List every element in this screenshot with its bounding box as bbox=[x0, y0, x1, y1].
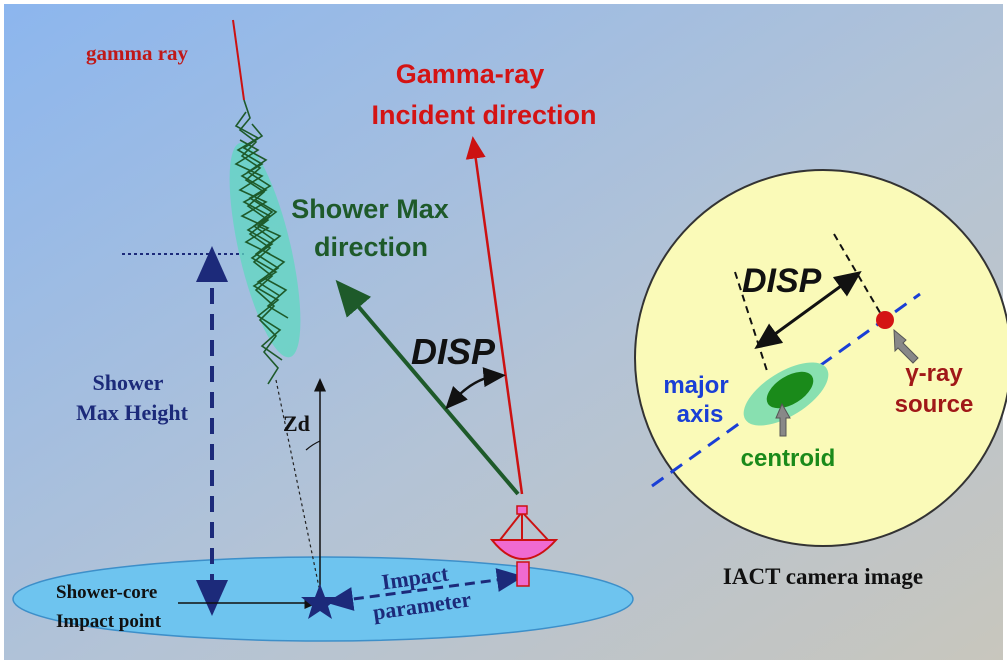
incident-direction-label-line2: Incident direction bbox=[371, 100, 596, 130]
source-pointer-icon bbox=[893, 328, 919, 364]
centroid-label: centroid bbox=[741, 445, 836, 472]
source-perpendicular bbox=[833, 233, 883, 317]
source-label-line2: source bbox=[895, 391, 974, 418]
shower-axis-projection bbox=[275, 379, 321, 593]
gamma-source-marker bbox=[876, 311, 894, 329]
telescope-icon bbox=[489, 505, 559, 587]
major-axis-label-line1: major bbox=[663, 372, 728, 399]
gamma-ray-line bbox=[232, 19, 245, 101]
impact-point-star-icon bbox=[301, 584, 339, 619]
shower-max-label-line1: Shower Max bbox=[291, 194, 449, 224]
disp-angle-label: DISP bbox=[411, 331, 496, 372]
shower-max-label-line2: direction bbox=[314, 232, 428, 262]
major-axis-label-line2: axis bbox=[677, 401, 724, 428]
shower-height-label-line1: Shower bbox=[93, 370, 164, 395]
camera-disp-label: DISP bbox=[742, 262, 822, 300]
disp-angle-arc bbox=[445, 367, 506, 410]
camera-disp-arrow bbox=[754, 270, 862, 350]
incident-direction-label-line1: Gamma-ray bbox=[396, 59, 545, 89]
shower-core-label-line1: Shower-core bbox=[56, 582, 157, 603]
centroid-pointer-icon bbox=[775, 402, 791, 437]
shower-ellipse bbox=[229, 142, 301, 358]
gamma-ray-label: gamma ray bbox=[86, 41, 189, 65]
zd-arc bbox=[305, 440, 321, 451]
centroid-marker bbox=[766, 371, 814, 409]
shower-core-label-line2: Impact point bbox=[56, 611, 162, 632]
shower-cascade bbox=[234, 99, 289, 385]
shower-height-label-line2: Max Height bbox=[76, 400, 188, 425]
incident-direction-arrow bbox=[465, 136, 524, 495]
impact-parameter-arrow bbox=[326, 568, 524, 611]
camera-circle bbox=[634, 169, 1007, 547]
camera-caption: IACT camera image bbox=[723, 564, 923, 589]
source-label-line1: γ-ray bbox=[905, 360, 963, 387]
zenith-distance-label: Zd bbox=[283, 411, 310, 436]
shower-max-direction-arrow bbox=[335, 279, 520, 496]
centroid-perpendicular bbox=[734, 271, 769, 375]
